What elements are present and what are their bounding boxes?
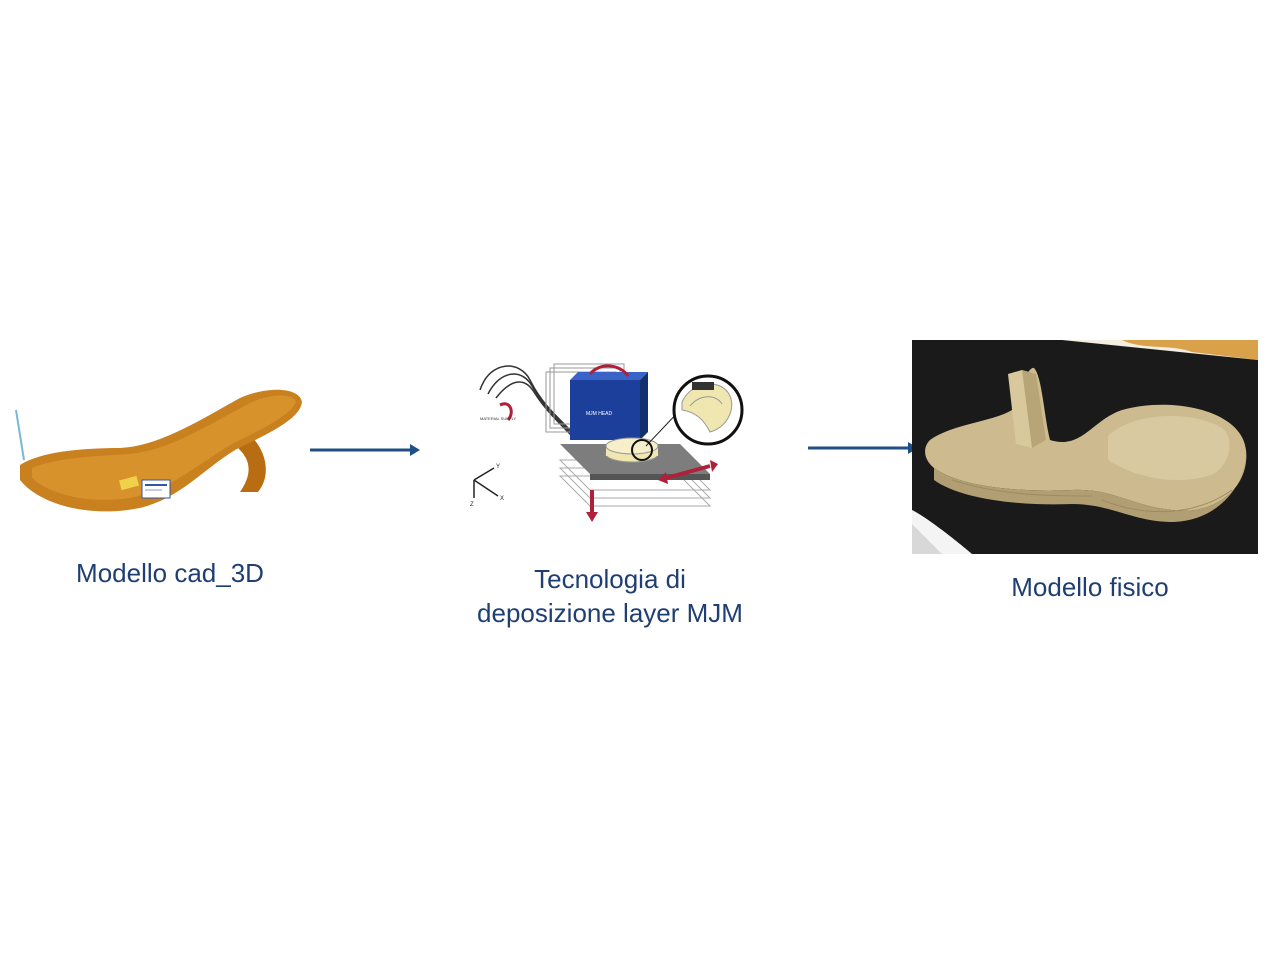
high-heel-shoe-cad-icon xyxy=(15,389,302,512)
printed-shoe-photo-icon xyxy=(912,340,1258,554)
axis-y-text: Y xyxy=(496,464,500,470)
physical-model-caption: Modello fisico xyxy=(1011,572,1169,602)
mjm-caption-line-2: deposizione layer MJM xyxy=(477,598,743,628)
mjm-caption-line-1: Tecnologia di xyxy=(534,564,686,594)
mjm-head-text: MJM HEAD xyxy=(586,411,613,417)
axis-z-text: Z xyxy=(470,502,474,508)
mjm-printer-schematic-icon: MATERIAL SUPPLY MJM HEAD xyxy=(470,363,744,522)
physical-model-image xyxy=(912,340,1258,554)
flow-arrow-2 xyxy=(808,442,918,454)
flow-arrow-1 xyxy=(310,444,420,456)
cad-model-caption: Modello cad_3D xyxy=(76,558,264,588)
material-supply-text: MATERIAL SUPPLY xyxy=(480,416,516,421)
cad-model-image xyxy=(10,380,310,530)
mjm-process-image: MATERIAL SUPPLY MJM HEAD xyxy=(460,350,760,530)
axis-x-text: X xyxy=(500,496,504,502)
mjm-process-caption: Tecnologia di deposizione layer MJM xyxy=(420,562,800,630)
